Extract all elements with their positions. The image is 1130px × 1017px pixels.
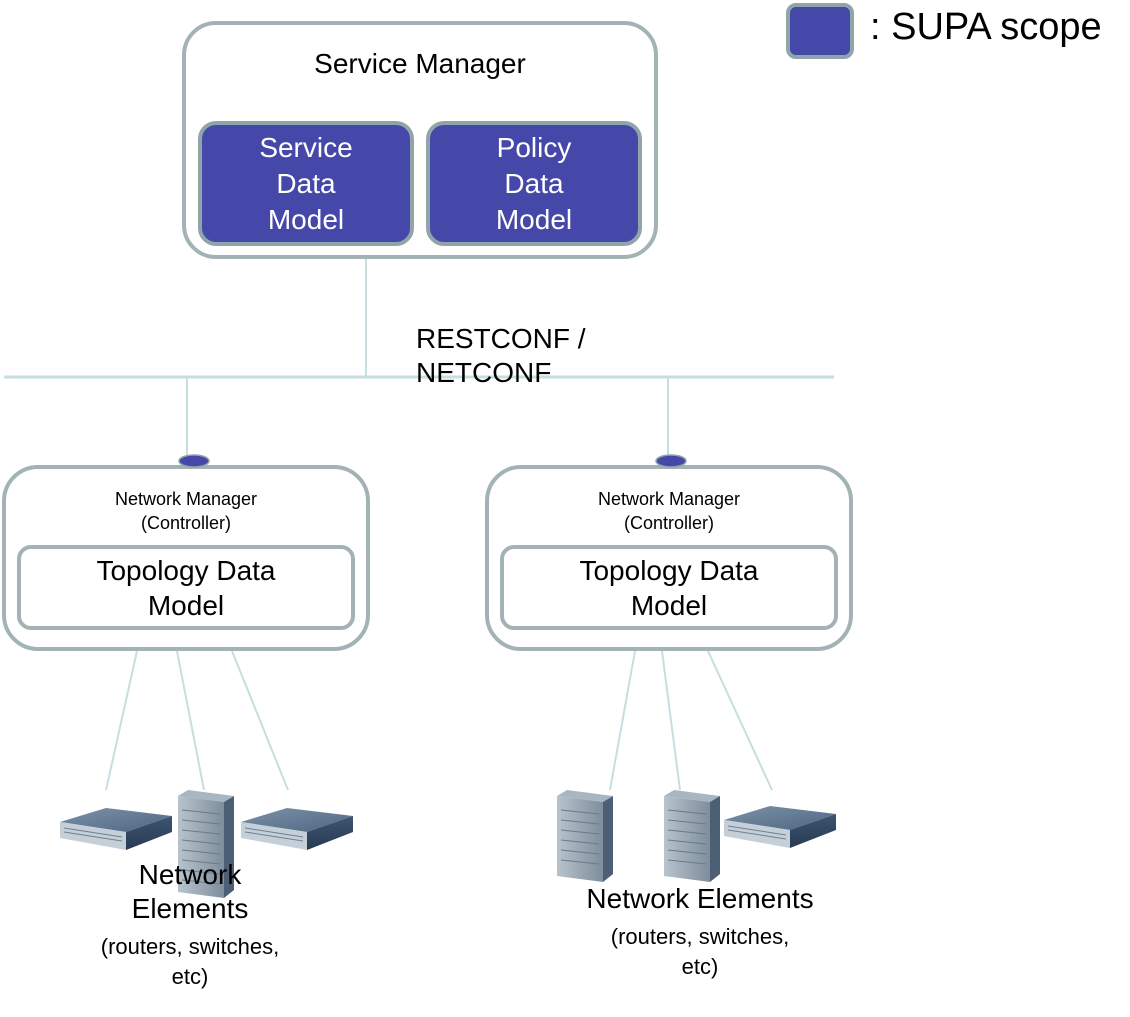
switch-icon [60,808,172,850]
service-data-model-line: Model [267,203,345,235]
policy-data-model-line: Policy [496,131,572,163]
ne-link [707,650,773,791]
topology-line: Model [630,589,708,621]
policy-data-model-line: Data [504,167,564,199]
chassis-router-icon [664,790,720,882]
ne-link [231,650,289,791]
network-manager-subtitle: (Controller) [140,513,232,533]
network-elements-subtitle: etc) [681,954,719,979]
network-elements-title: Network [138,859,242,890]
network-manager-title: Network Manager (Controller) [2,487,370,535]
network-manager-title-line: Network Manager [597,489,741,509]
chassis-router-icon [557,790,613,882]
switch-icon [241,808,353,850]
network-elements-subtitle: (routers, switches, [100,934,280,959]
topology-line: Model [147,589,225,621]
network-elements-subtitle: (routers, switches, [610,924,790,949]
topology-data-model-box: Topology Data Model [17,545,355,630]
ne-link [661,650,681,791]
ne-link [176,650,205,791]
protocol-label: RESTCONF / NETCONF [416,322,586,390]
topology-data-model-box: Topology Data Model [500,545,838,630]
network-elements-title: Network Elements [586,883,814,914]
topology-line: Topology Data [579,554,759,586]
network-manager-subtitle: (Controller) [623,513,715,533]
ne-link [105,650,138,791]
protocol-line: NETCONF [416,357,552,388]
chassis-router-icon [178,790,234,898]
service-manager-title: Service Manager [314,48,526,79]
network-elements-subtitle: etc) [171,964,209,989]
policy-data-model-line: Model [495,203,573,235]
endpoint-oval-icon [178,454,210,468]
network-manager-title-line: Network Manager [114,489,258,509]
topology-line: Topology Data [96,554,276,586]
service-data-model-line: Service [259,131,353,163]
network-elements-title: Elements [131,893,249,924]
ne-link [609,650,636,791]
service-data-model-line: Data [276,167,336,199]
network-manager-title: Network Manager (Controller) [485,487,853,535]
legend-label: : SUPA scope [870,6,1102,48]
protocol-line: RESTCONF / [416,323,586,354]
legend-swatch [786,3,854,59]
endpoint-oval-icon [655,454,687,468]
switch-icon [724,806,836,848]
service-data-model-box: Service Data Model [198,121,414,246]
policy-data-model-box: Policy Data Model [426,121,642,246]
